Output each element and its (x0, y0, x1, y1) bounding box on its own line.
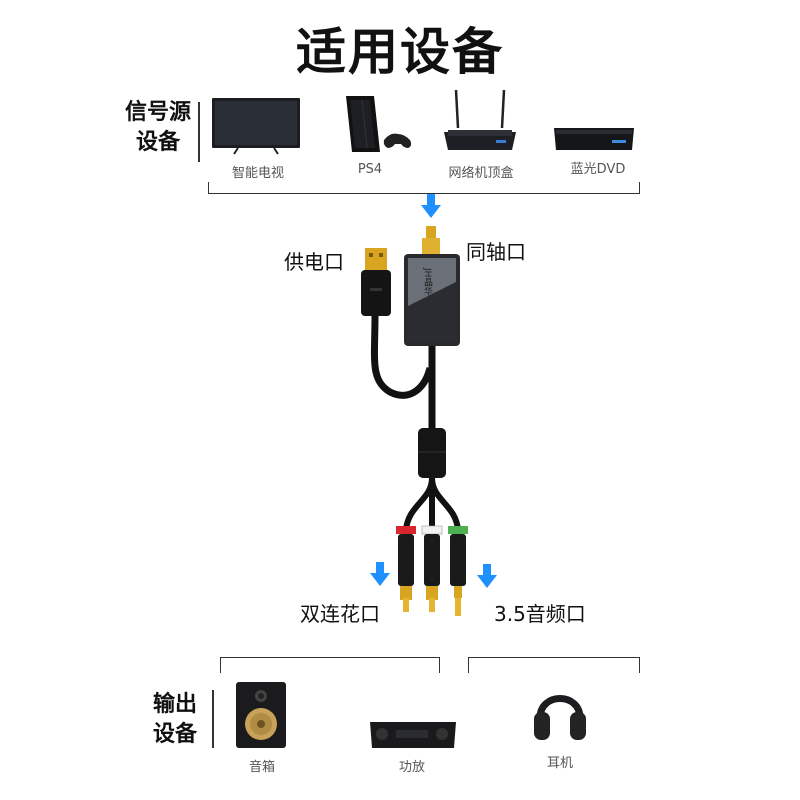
source-device-bluray (552, 120, 636, 160)
output-device-speaker-label: 音箱 (248, 760, 275, 775)
brand-mark: JH晶华 (422, 268, 432, 296)
source-device-router-label: 网络机顶盒 (448, 166, 514, 181)
source-label-divider (198, 102, 200, 162)
source-device-ps4 (340, 92, 420, 158)
jack-port-label: 3.5音频口 (494, 602, 586, 626)
usb-plug (361, 248, 391, 316)
ps4-console-icon (346, 96, 412, 152)
output-device-amplifier (368, 718, 458, 752)
coax-converter (404, 226, 460, 346)
jack-green-plug (448, 526, 468, 616)
router-box-icon (444, 89, 516, 150)
source-device-ps4-label: PS4 (357, 162, 383, 177)
power-port-label: 供电口 (284, 250, 344, 274)
speaker-icon (236, 682, 286, 748)
headphones-icon (534, 695, 586, 740)
output-devices-label: 输出 设备 (152, 692, 197, 747)
input-arrow-icon (421, 194, 441, 218)
source-device-router (440, 88, 520, 158)
output-device-speaker (234, 680, 290, 750)
source-bracket (208, 182, 640, 194)
rca-output-arrow-icon (370, 562, 390, 586)
output-label-divider (212, 690, 214, 748)
output-bracket-jack (468, 657, 640, 673)
coax-port-label: 同轴口 (466, 240, 526, 264)
source-devices-label: 信号源 设备 (124, 100, 191, 155)
amplifier-icon (370, 722, 456, 748)
page-title: 适用设备 (296, 23, 504, 81)
source-device-tv (208, 96, 308, 156)
bluray-player-icon (554, 128, 634, 150)
output-device-headphones-label: 耳机 (546, 756, 573, 771)
output-bracket-rca (220, 657, 440, 673)
cable-illustration (361, 226, 468, 616)
tv-icon (212, 98, 300, 155)
output-device-headphones (532, 680, 588, 744)
source-device-tv-label: 智能电视 (231, 166, 284, 181)
output-device-amplifier-label: 功放 (398, 760, 425, 775)
jack-output-arrow-icon (477, 564, 497, 588)
source-device-bluray-label: 蓝光DVD (570, 162, 626, 177)
rca-port-label: 双连花口 (300, 602, 380, 626)
rca-white-plug (421, 525, 443, 612)
rca-red-plug (396, 526, 416, 612)
